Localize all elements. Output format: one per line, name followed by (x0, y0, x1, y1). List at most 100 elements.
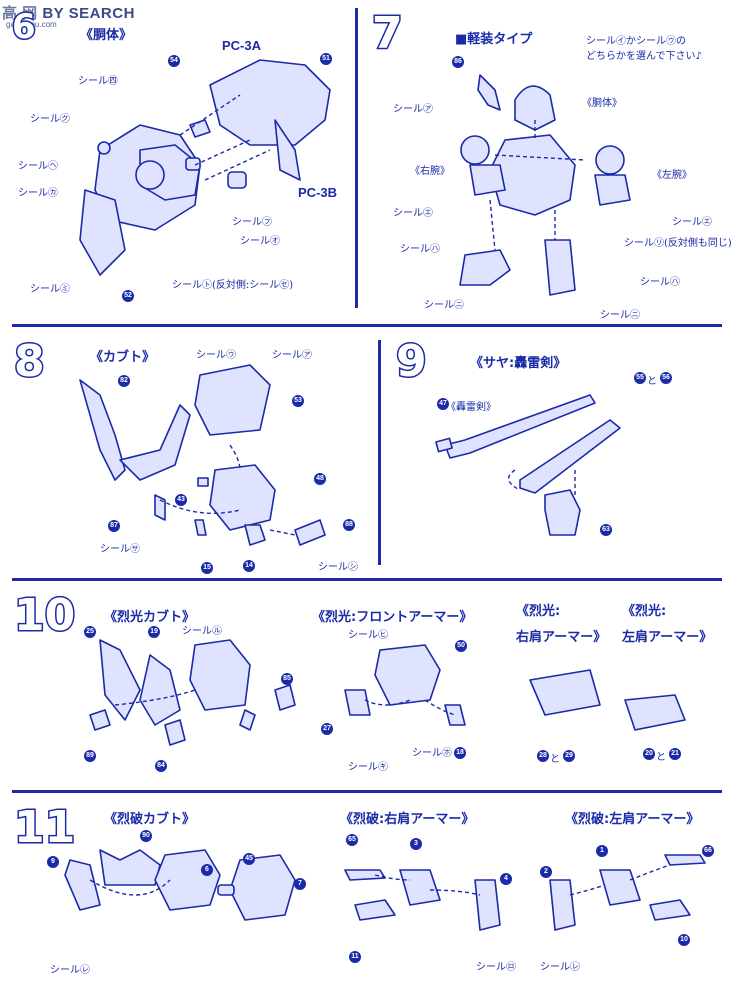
part-number-badge: 54 (168, 55, 180, 67)
step7-note-line2: どちらかを選んで下さい♪ (586, 51, 702, 62)
step7-seal-h: シール㋷(反対側も同じ) (624, 238, 732, 249)
step7-title: ■軽装タイプ (455, 32, 533, 47)
step-number-7: 7 (371, 8, 405, 59)
part-number-badge: 25 (84, 626, 96, 638)
light-armor-assembly-drawing (459, 74, 631, 296)
step10-front-title: 《烈光:フロントアーマー》 (312, 610, 473, 625)
part-number-badge: 45 (243, 853, 255, 865)
part-number-badge: 47 (437, 398, 449, 410)
part-number-badge: 14 (243, 560, 255, 572)
step6-seal3: シール㋬ (18, 161, 58, 172)
step10-pair-b: と (656, 752, 666, 763)
part-number-badge: 6 (201, 864, 213, 876)
part-number-badge: 82 (118, 375, 130, 387)
step6-seal1: シール㊃ (78, 76, 118, 87)
step10-helmet-title: 《烈光カブト》 (104, 610, 196, 625)
helmet-assembly-drawing (79, 364, 326, 546)
watermark-brand: 高 网 BY SEARCH (2, 2, 135, 23)
part-number-badge: 48 (314, 473, 326, 485)
pc3a-label: PC-3A (222, 38, 262, 53)
part-number-badge: 11 (349, 951, 361, 963)
step7-left-arm: 《左腕》 (652, 170, 692, 181)
pc3b-label: PC-3B (298, 185, 338, 200)
step6-seal8: シール㋯ (30, 284, 70, 295)
step10-pair-a: と (550, 754, 560, 765)
part-number-badge: 89 (84, 750, 96, 762)
step7-seal-b: シール㋓ (393, 208, 433, 219)
step6-seal4: シール㋕ (18, 188, 58, 199)
step8-seal-top2: シール㋐ (272, 350, 312, 361)
step10-rshoulder-title-1: 《烈光: (516, 604, 561, 619)
divider-horizontal-1 (12, 324, 722, 327)
part-number-badge: 15 (201, 562, 213, 574)
step10-lshoulder-title-1: 《烈光: (622, 604, 667, 619)
watermark-search-text: BY SEARCH (42, 5, 135, 22)
part-number-badge: 86 (452, 56, 464, 68)
step6-title: 《胴体》 (80, 28, 133, 43)
divider-vertical-mid (378, 340, 381, 565)
divider-vertical-top (355, 8, 358, 308)
part-number-badge: 90 (140, 830, 152, 842)
step11-lshoulder-title: 《烈破:左肩アーマー》 (565, 812, 700, 827)
torso-assembly-drawing (79, 59, 331, 276)
step10-seal-front3: シール㋖ (348, 762, 388, 773)
part-number-badge: 9 (47, 856, 59, 868)
step11-rshoulder-title: 《烈破:右肩アーマー》 (340, 812, 475, 827)
step6-seal5: シール㋫ (232, 217, 272, 228)
step-number-10: 10 (12, 590, 76, 641)
part-number-badge: 65 (346, 834, 358, 846)
part-number-badge: 2 (540, 866, 552, 878)
part-number-badge: 66 (702, 845, 714, 857)
step8-title: 《カブト》 (90, 350, 156, 365)
step9-title: 《サヤ:轟雷剣》 (470, 356, 567, 371)
part-number-badge: 87 (108, 520, 120, 532)
step9-pair-label: と (647, 376, 657, 387)
part-number-badge: 3 (410, 838, 422, 850)
part-number-badge: 52 (122, 290, 134, 302)
part-number-badge: 18 (454, 747, 466, 759)
step11-seal-l: シール㋹ (540, 962, 580, 973)
part-number-badge: 56 (660, 372, 672, 384)
part-number-badge: 88 (343, 519, 355, 531)
step8-seal-top1: シール㋒ (196, 350, 236, 361)
step10-seal-front1: シール㋪ (348, 630, 388, 641)
part-number-badge: 28 (537, 750, 549, 762)
reppa-parts-drawing (64, 849, 706, 931)
part-number-badge: 21 (669, 748, 681, 760)
part-number-badge: 84 (155, 760, 167, 772)
step-number-9: 9 (395, 336, 429, 387)
part-number-badge: 50 (455, 640, 467, 652)
divider-horizontal-3 (12, 790, 722, 793)
watermark-brand-text: 高 网 (2, 5, 38, 22)
step10-seal-helm: シール㋸ (182, 626, 222, 637)
step-number-11: 11 (12, 802, 76, 853)
part-number-badge: 29 (563, 750, 575, 762)
step7-seal-d: シール㋩ (400, 244, 440, 255)
step7-body: 《胴体》 (582, 98, 622, 109)
step8-seal-br: シール㋛ (318, 562, 358, 573)
part-number-badge: 27 (321, 723, 333, 735)
part-number-badge: 85 (281, 673, 293, 685)
divider-horizontal-2 (12, 578, 722, 581)
step-number-6: 6 (11, 7, 38, 47)
part-number-badge: 1 (596, 845, 608, 857)
part-number-badge: 53 (292, 395, 304, 407)
step6-seal6: シール㋔ (240, 236, 280, 247)
step8-seal-bl: シール㋚ (100, 544, 140, 555)
step10-seal-front2: シール㋭ (412, 748, 452, 759)
step10-lshoulder-title-2: 左肩アーマー》 (622, 630, 713, 645)
step7-seal-i: シール㋩ (640, 277, 680, 288)
step7-seal-a: シール㋐ (393, 104, 433, 115)
step6-seal2: シール㋗ (30, 114, 70, 125)
step7-seal-e: シール㋥ (424, 300, 464, 311)
step-number-8: 8 (13, 336, 47, 387)
part-number-badge: 10 (678, 934, 690, 946)
part-number-badge: 51 (320, 53, 332, 65)
part-number-badge: 19 (148, 626, 160, 638)
step7-note-line1: シール㋑かシール㋒の (586, 36, 686, 47)
step6-seal7: シール㋣(反対側:シール㋝) (172, 280, 294, 291)
part-number-badge: 55 (634, 372, 646, 384)
part-number-badge: 7 (294, 878, 306, 890)
step9-sword-label: 《轟雷剣》 (446, 402, 496, 413)
step7-seal-g: シール㋓ (672, 217, 712, 228)
